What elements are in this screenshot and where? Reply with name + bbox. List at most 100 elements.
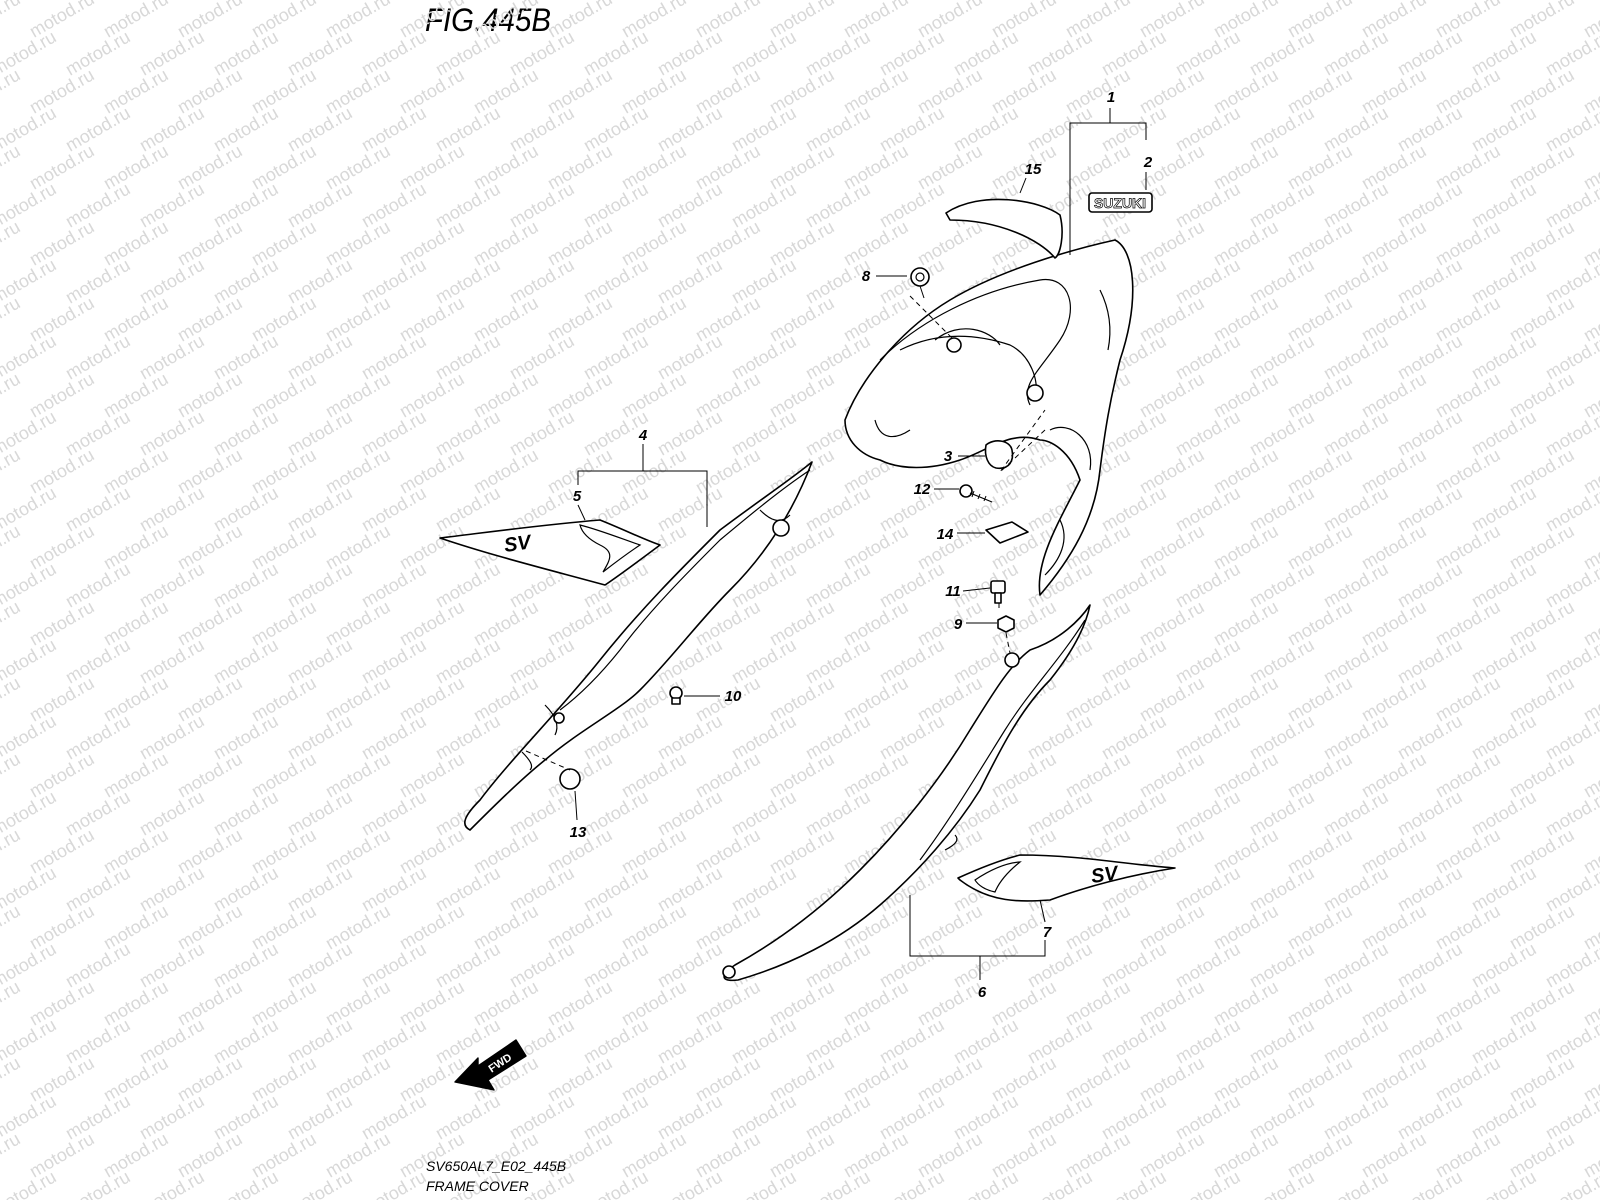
watermark-text: motod.ru [654,787,726,840]
watermark-text: motod.ru [210,787,282,840]
watermark-text: motod.ru [136,483,208,536]
watermark-text: motod.ru [802,179,874,232]
watermark-text: motod.ru [62,863,134,916]
watermark-text: motod.ru [358,27,430,80]
watermark-text: motod.ru [1320,787,1392,840]
watermark-text: motod.ru [506,787,578,840]
watermark-text: motod.ru [1246,939,1318,992]
watermark-text: motod.ru [1246,27,1318,80]
watermark-text: motod.ru [876,1015,948,1068]
watermark-text: motod.ru [1246,103,1318,156]
watermark-text: motod.ru [136,1091,208,1144]
watermark-text: motod.ru [1468,635,1540,688]
watermark-text: motod.ru [136,407,208,460]
watermark-text: motod.ru [580,863,652,916]
watermark-text: motod.ru [358,103,430,156]
watermark-text: motod.ru [506,939,578,992]
watermark-text: motod.ru [802,1091,874,1144]
watermark-text: motod.ru [62,179,134,232]
watermark-text: motod.ru [580,787,652,840]
watermark-text: motod.ru [62,559,134,612]
watermark-text: motod.ru [1394,255,1466,308]
watermark-text: motod.ru [1172,787,1244,840]
watermark-text: motod.ru [210,939,282,992]
watermark-text: motod.ru [0,825,24,878]
watermark-text: motod.ru [1468,27,1540,80]
watermark-text: motod.ru [802,1015,874,1068]
watermark-text: motod.ru [358,1167,430,1200]
watermark-text: motod.ru [358,863,430,916]
watermark-text: motod.ru [0,1129,24,1182]
watermark-text: motod.ru [1098,711,1170,764]
watermark-text: motod.ru [210,863,282,916]
watermark-text: motod.ru [1468,407,1540,460]
watermark-text: motod.ru [506,331,578,384]
watermark-text: motod.ru [802,27,874,80]
watermark-text: motod.ru [1246,255,1318,308]
watermark-text: motod.ru [0,293,24,346]
clip-10 [669,686,683,705]
watermark-text: motod.ru [654,103,726,156]
watermark-text: motod.ru [1320,103,1392,156]
watermark-text: motod.ru [0,369,24,422]
watermark-text: motod.ru [1320,559,1392,612]
watermark-text: motod.ru [0,0,24,41]
watermark-text: motod.ru [136,635,208,688]
watermark-text: motod.ru [432,711,504,764]
watermark-text: motod.ru [284,27,356,80]
screw-12 [959,484,993,503]
figure-title: FIG.445B [425,2,551,38]
watermark-text: motod.ru [358,711,430,764]
watermark-text: motod.ru [1394,483,1466,536]
watermark-text: motod.ru [284,331,356,384]
watermark-text: motod.ru [1024,1015,1096,1068]
watermark-text: motod.ru [210,179,282,232]
watermark-text: motod.ru [876,1091,948,1144]
watermark-text: motod.ru [1098,1167,1170,1200]
watermark-text: motod.ru [210,331,282,384]
watermark-text: motod.ru [580,255,652,308]
watermark-text: motod.ru [1246,711,1318,764]
watermark-text: motod.ru [432,103,504,156]
watermark-text: motod.ru [802,103,874,156]
watermark-text: motod.ru [506,1091,578,1144]
watermark-text: motod.ru [0,445,24,498]
watermark-text: motod.ru [728,635,800,688]
watermark-text: motod.ru [580,1167,652,1200]
watermark-text: motod.ru [1320,1167,1392,1200]
watermark-text: motod.ru [210,255,282,308]
watermark-text: motod.ru [580,939,652,992]
watermark-text: motod.ru [654,407,726,460]
watermark-text: motod.ru [432,255,504,308]
watermark-text: motod.ru [1320,1015,1392,1068]
watermark-text: motod.ru [506,103,578,156]
watermark-text: motod.ru [1172,27,1244,80]
watermark-text: motod.ru [654,255,726,308]
watermark-text: motod.ru [950,27,1022,80]
watermark-text: motod.ru [210,559,282,612]
watermark-text: motod.ru [1394,559,1466,612]
watermark-text: motod.ru [210,407,282,460]
watermark-text: motod.ru [1320,711,1392,764]
watermark-text: motod.ru [284,407,356,460]
watermark-text: motod.ru [654,863,726,916]
watermark-text: motod.ru [1098,559,1170,612]
watermark-text: motod.ru [1320,483,1392,536]
watermark-text: motod.ru [506,179,578,232]
watermark-text: motod.ru [1024,103,1096,156]
watermark-text: motod.ru [210,1015,282,1068]
cushion-3 [984,440,1014,470]
watermark-text: motod.ru [284,787,356,840]
callout-7: 7 [1043,924,1052,941]
watermark-text: motod.ru [358,559,430,612]
watermark-text: motod.ru [728,1091,800,1144]
watermark-text: motod.ru [1246,1091,1318,1144]
decal-7-text: SV [1090,862,1121,888]
watermark-text: motod.ru [0,521,24,574]
watermark-text: motod.ru [802,635,874,688]
watermark-text: motod.ru [654,483,726,536]
watermark-text: motod.ru [1172,635,1244,688]
figure-code: SV650AL7_E02_445B [426,1158,567,1174]
watermark-text: motod.ru [1172,407,1244,460]
